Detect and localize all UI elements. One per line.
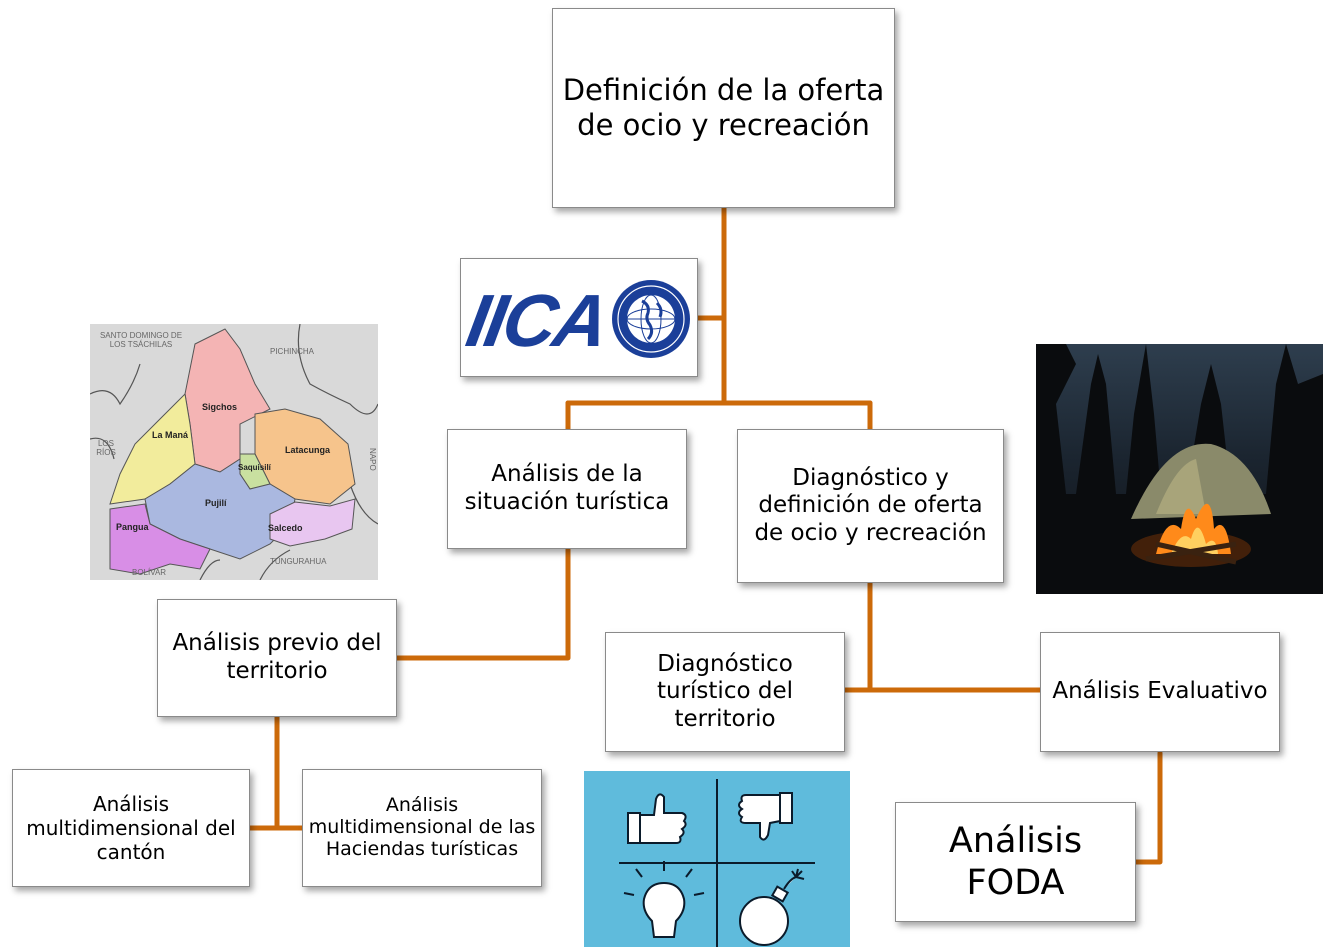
camping-photo [1036, 344, 1323, 594]
iica-wordmark: IICA [461, 279, 616, 362]
diagnostico-definicion-label: Diagnóstico y definición de oferta de oc… [754, 464, 987, 546]
connector-evaluativo-foda [1133, 750, 1163, 865]
map-label-la-mana: La Maná [152, 430, 189, 440]
region-la-mana [109, 392, 196, 505]
map-label-sigchos: Sigchos [202, 402, 237, 412]
map-label-salcedo: Salcedo [268, 523, 303, 533]
globe-icon [612, 280, 690, 358]
foda-node: Análisis FODA [895, 802, 1136, 922]
thumbs-up-icon [627, 793, 687, 844]
thumbs-down-icon [738, 792, 793, 841]
map-label-pichincha: PICHINCHA [270, 347, 315, 356]
canton-map: Sigchos La Maná Latacunga Saquisilí Puji… [90, 324, 378, 580]
region-pangua [109, 503, 211, 575]
evaluativo-node-label: Análisis Evaluativo [1052, 678, 1268, 705]
map-label-tungurahua: TUNGURAHUA [270, 557, 327, 566]
map-label-latacunga: Latacunga [285, 445, 331, 455]
camping-photo-graphic [1036, 344, 1323, 594]
map-label-los-rios: LOS RÍOS [96, 440, 116, 457]
evaluativo-node: Análisis Evaluativo [1040, 632, 1280, 752]
previo-node: Análisis previo del territorio [157, 599, 397, 717]
connector-situacion-previo [394, 545, 571, 661]
iica-logo-graphic: IICA [461, 279, 690, 362]
previo-node-label: Análisis previo del territorio [172, 630, 382, 684]
diagnostico-definicion-node: Diagnóstico y definición de oferta de oc… [737, 429, 1004, 583]
situacion-node: Análisis de la situación turística [447, 429, 687, 549]
situacion-node-label: Análisis de la situación turística [464, 461, 670, 515]
swot-illustration-graphic [619, 779, 815, 947]
iica-logo: IICA [460, 258, 698, 377]
map-label-napo: NAPO [368, 448, 377, 471]
root-node: Definición de la oferta de ocio y recrea… [552, 8, 895, 208]
tent-icon [1131, 443, 1271, 519]
canton-map-graphic: Sigchos La Maná Latacunga Saquisilí Puji… [90, 324, 378, 580]
swot-illustration [584, 771, 850, 947]
campfire-icon [1131, 503, 1251, 567]
map-label-bolivar: BOLÍVAR [132, 568, 166, 577]
map-label-santo-domingo: SANTO DOMINGO DE LOS TSÁCHILAS [99, 332, 183, 349]
haciendas-node-label: Análisis multidimensional de las Haciend… [308, 794, 536, 860]
haciendas-node: Análisis multidimensional de las Haciend… [302, 769, 542, 887]
map-label-pangua: Pangua [116, 522, 150, 532]
bomb-icon [739, 868, 805, 946]
diagnostico-turistico-node: Diagnóstico turístico del territorio [605, 632, 845, 752]
map-label-pujili: Pujilí [205, 498, 227, 508]
root-node-label: Definición de la oferta de ocio y recrea… [562, 73, 885, 142]
canton-node: Análisis multidimensional del cantón [12, 769, 250, 887]
map-label-saquisili: Saquisilí [238, 463, 272, 472]
lightbulb-icon [623, 861, 705, 938]
region-salcedo [269, 498, 356, 547]
diagnostico-turistico-label: Diagnóstico turístico del territorio [656, 650, 793, 732]
canton-node-label: Análisis multidimensional del cantón [26, 792, 236, 864]
foda-node-label: Análisis FODA [948, 821, 1083, 903]
